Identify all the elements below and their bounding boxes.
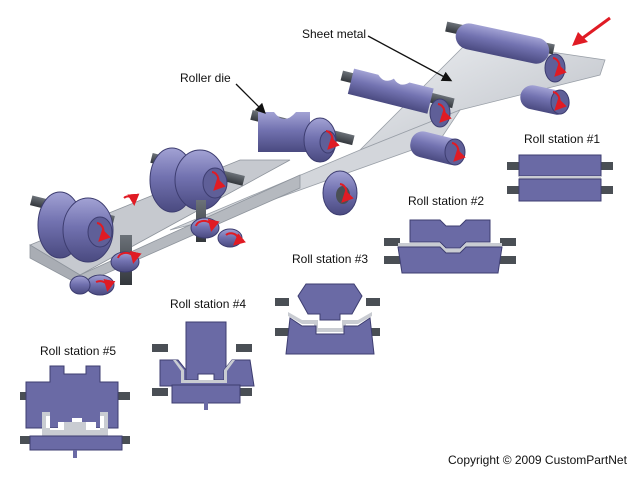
rotation-arrow-icon [437, 103, 452, 123]
roll-station-4-label: Roll station #4 [170, 297, 246, 311]
roll-station-1-profile: Roll station #1 [507, 132, 613, 202]
rotation-arrow-icon [195, 218, 220, 232]
roll-station-5-profile: Roll station #5 [20, 344, 130, 458]
rotation-arrow-icon [95, 279, 116, 292]
roll-station-5-label: Roll station #5 [40, 344, 116, 358]
roll-station-3-profile: Roll station #3 [275, 252, 380, 355]
rotation-arrow-icon [225, 232, 246, 246]
rotation-arrow-icon [552, 91, 567, 111]
rotation-arrow-icon [117, 250, 142, 264]
roll-station-3-rollers [250, 110, 358, 216]
sheet-metal-label: Sheet metal [302, 27, 366, 41]
rotation-arrow-icon [451, 142, 466, 162]
feed-direction-arrow-icon [572, 16, 611, 46]
roll-station-4-rollers [149, 147, 245, 248]
roll-station-2-label: Roll station #2 [408, 194, 484, 208]
rotation-arrow-icon [339, 183, 354, 203]
rotation-arrow-icon [552, 57, 567, 77]
roll-station-4-profile: Roll station #4 [152, 297, 255, 410]
roll-station-2-profile: Roll station #2 [384, 194, 516, 274]
rotation-arrow-icon [96, 222, 111, 242]
roll-station-1-label: Roll station #1 [524, 132, 600, 146]
copyright-text: Copyright © 2009 CustomPartNet [448, 453, 628, 467]
roller-die-label: Roller die [180, 71, 231, 85]
rotation-arrows [95, 57, 567, 292]
rotation-arrow-icon [325, 130, 340, 150]
roll-station-3-label: Roll station #3 [292, 252, 368, 266]
rotation-arrow-icon [123, 193, 140, 206]
rotation-arrow-icon [211, 171, 226, 191]
